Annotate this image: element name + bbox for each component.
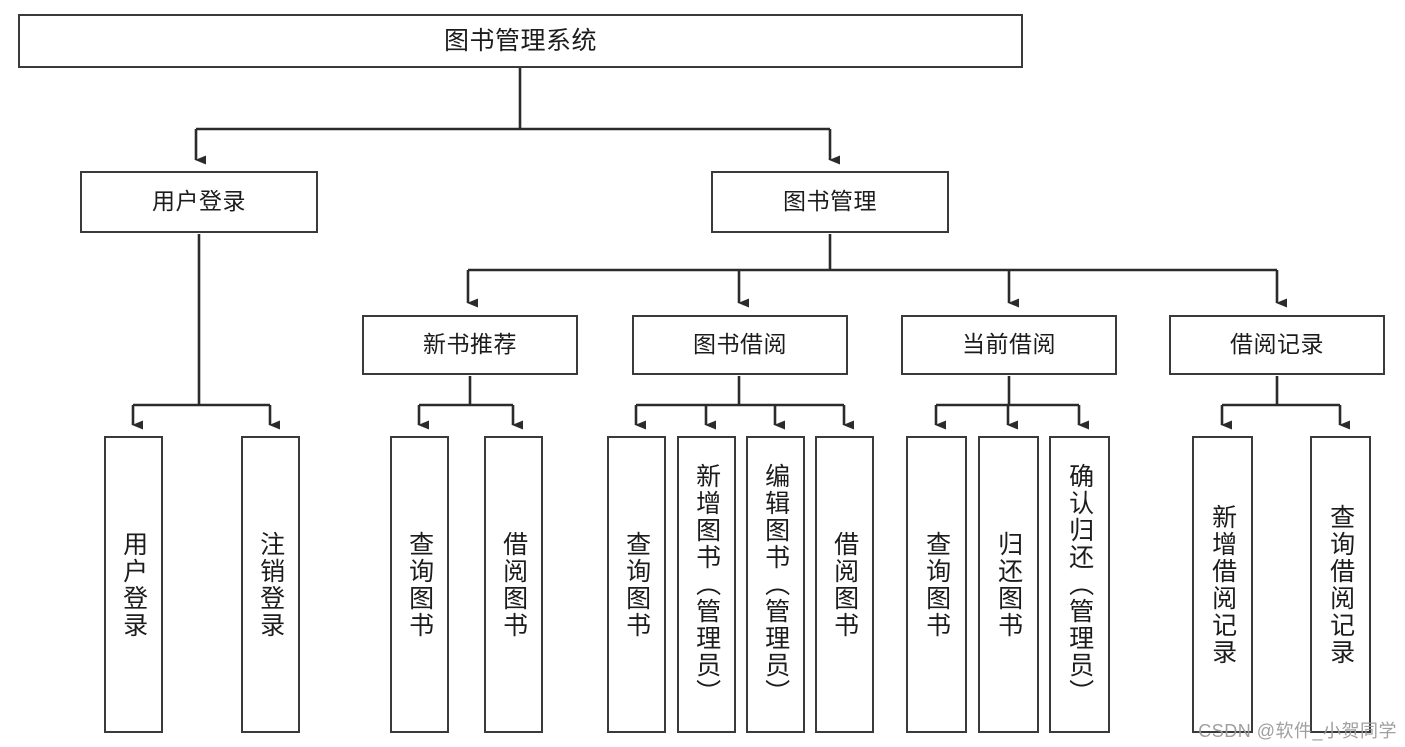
node-label: 编辑图书（管理员） bbox=[761, 463, 790, 706]
leaf-book-borrow-edit[interactable]: 编辑图书（管理员） bbox=[746, 436, 805, 733]
node-label: 新增图书（管理员） bbox=[692, 463, 721, 706]
node-label: 图书管理系统 bbox=[443, 27, 597, 55]
leaf-user-login-logout[interactable]: 注销登录 bbox=[241, 436, 300, 733]
leaf-current-borrow-query[interactable]: 查询图书 bbox=[906, 436, 967, 733]
node-label: 确认归还（管理员） bbox=[1065, 463, 1094, 706]
node-label: 借阅图书 bbox=[499, 530, 528, 639]
node-borrow-record[interactable]: 借阅记录 bbox=[1169, 315, 1385, 375]
node-book-borrow[interactable]: 图书借阅 bbox=[632, 315, 848, 375]
leaf-book-borrow-borrow[interactable]: 借阅图书 bbox=[815, 436, 874, 733]
leaf-user-login-login[interactable]: 用户登录 bbox=[104, 436, 163, 733]
node-label: 查询借阅记录 bbox=[1326, 503, 1355, 666]
leaf-borrow-record-add[interactable]: 新增借阅记录 bbox=[1192, 436, 1253, 733]
node-label: 注销登录 bbox=[256, 530, 285, 639]
node-root-system[interactable]: 图书管理系统 bbox=[18, 14, 1023, 68]
leaf-borrow-record-query[interactable]: 查询借阅记录 bbox=[1310, 436, 1371, 733]
node-label: 新书推荐 bbox=[423, 331, 517, 358]
node-label: 用户登录 bbox=[119, 530, 148, 639]
leaf-book-borrow-add[interactable]: 新增图书（管理员） bbox=[677, 436, 736, 733]
node-label: 用户登录 bbox=[152, 188, 246, 215]
leaf-current-borrow-confirm-return[interactable]: 确认归还（管理员） bbox=[1049, 436, 1110, 733]
node-user-login[interactable]: 用户登录 bbox=[80, 171, 318, 233]
node-label: 当前借阅 bbox=[962, 331, 1056, 358]
node-label: 图书借阅 bbox=[693, 331, 787, 358]
csdn-watermark: CSDN @软件_小贺同学 bbox=[1198, 721, 1397, 741]
leaf-new-book-query[interactable]: 查询图书 bbox=[390, 436, 449, 733]
leaf-new-book-borrow[interactable]: 借阅图书 bbox=[484, 436, 543, 733]
leaf-current-borrow-return[interactable]: 归还图书 bbox=[978, 436, 1039, 733]
leaf-book-borrow-query[interactable]: 查询图书 bbox=[607, 436, 666, 733]
node-label: 借阅记录 bbox=[1230, 331, 1324, 358]
node-new-book-recommend[interactable]: 新书推荐 bbox=[362, 315, 578, 375]
node-label: 查询图书 bbox=[622, 530, 651, 639]
node-label: 新增借阅记录 bbox=[1208, 503, 1237, 666]
node-label: 归还图书 bbox=[994, 530, 1023, 639]
node-label: 图书管理 bbox=[783, 188, 877, 215]
node-label: 借阅图书 bbox=[830, 530, 859, 639]
node-label: 查询图书 bbox=[922, 530, 951, 639]
node-current-borrow[interactable]: 当前借阅 bbox=[901, 315, 1117, 375]
node-book-management[interactable]: 图书管理 bbox=[711, 171, 949, 233]
node-label: 查询图书 bbox=[405, 530, 434, 639]
